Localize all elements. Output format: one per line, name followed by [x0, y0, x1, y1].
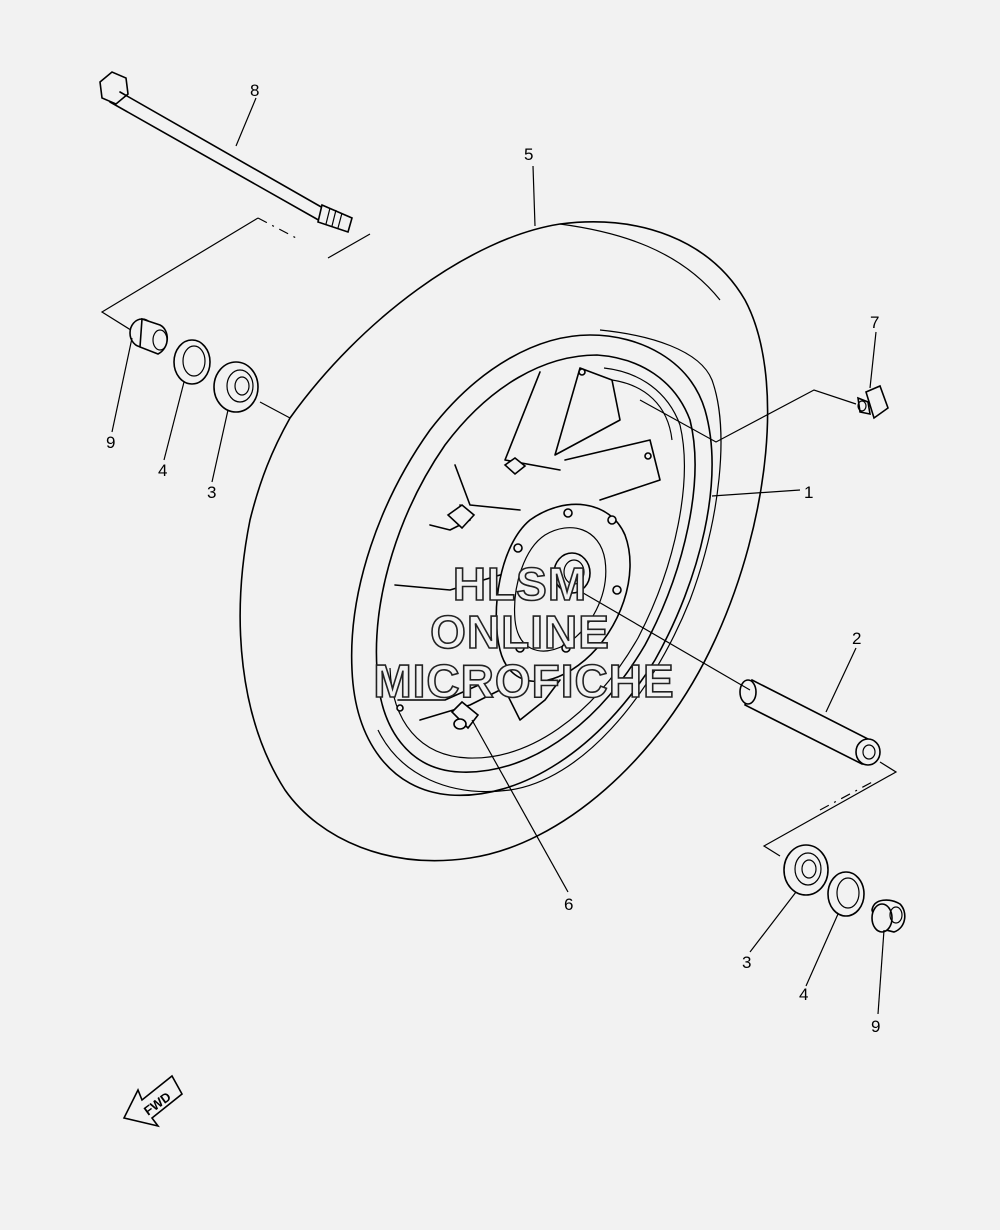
callout-3b: 3	[742, 953, 751, 972]
callout-5: 5	[524, 145, 533, 164]
watermark-line-2: ONLINE	[430, 606, 610, 658]
leader-3a	[211, 409, 229, 483]
leader-bracket-right	[762, 761, 898, 857]
leader-9a	[111, 337, 133, 433]
collar-left	[129, 317, 169, 355]
balance-weight	[857, 384, 889, 420]
centerline-left	[257, 217, 301, 241]
leader-7	[869, 331, 877, 389]
callout-2: 2	[852, 629, 861, 648]
leader-3b	[749, 891, 797, 953]
callout-4a: 4	[158, 461, 167, 480]
spacer-tube	[739, 678, 881, 766]
centerline-right	[819, 779, 877, 811]
leader-6	[471, 719, 569, 893]
callout-9a: 9	[106, 433, 115, 452]
callout-8: 8	[250, 81, 259, 100]
bearing-left-guide	[259, 401, 291, 419]
wheel-spokes	[394, 367, 661, 721]
leader-balance-weight	[639, 389, 857, 443]
callout-4b: 4	[799, 985, 808, 1004]
fwd-arrow-icon	[122, 1074, 184, 1128]
callout-9b: 9	[871, 1017, 880, 1036]
wheel-hub	[396, 368, 652, 712]
wheel-rim	[350, 334, 713, 797]
leader-8	[235, 97, 257, 147]
watermark-line-3: MICROFICHE	[373, 655, 674, 707]
leader-5	[532, 165, 536, 227]
leader-bracket-left	[100, 217, 371, 333]
oil-seal-left	[173, 339, 211, 385]
bearing-right	[783, 844, 829, 896]
axle-centerline	[577, 589, 751, 691]
callout-7: 7	[870, 313, 879, 332]
valve-stem	[450, 700, 480, 730]
callout-1: 1	[804, 483, 813, 502]
callout-6: 6	[564, 895, 573, 914]
callout-3a: 3	[207, 483, 216, 502]
axle-shaft	[99, 71, 353, 234]
collar-right	[871, 899, 906, 933]
oil-seal-right	[827, 871, 865, 917]
tire	[239, 221, 769, 862]
watermark-line-1: HLSM	[453, 558, 587, 610]
leader-9b	[877, 929, 885, 1015]
bearing-left	[213, 361, 259, 413]
leader-4b	[805, 913, 839, 987]
leader-4a	[163, 381, 185, 461]
leader-2	[825, 647, 857, 713]
leader-1	[711, 489, 801, 497]
